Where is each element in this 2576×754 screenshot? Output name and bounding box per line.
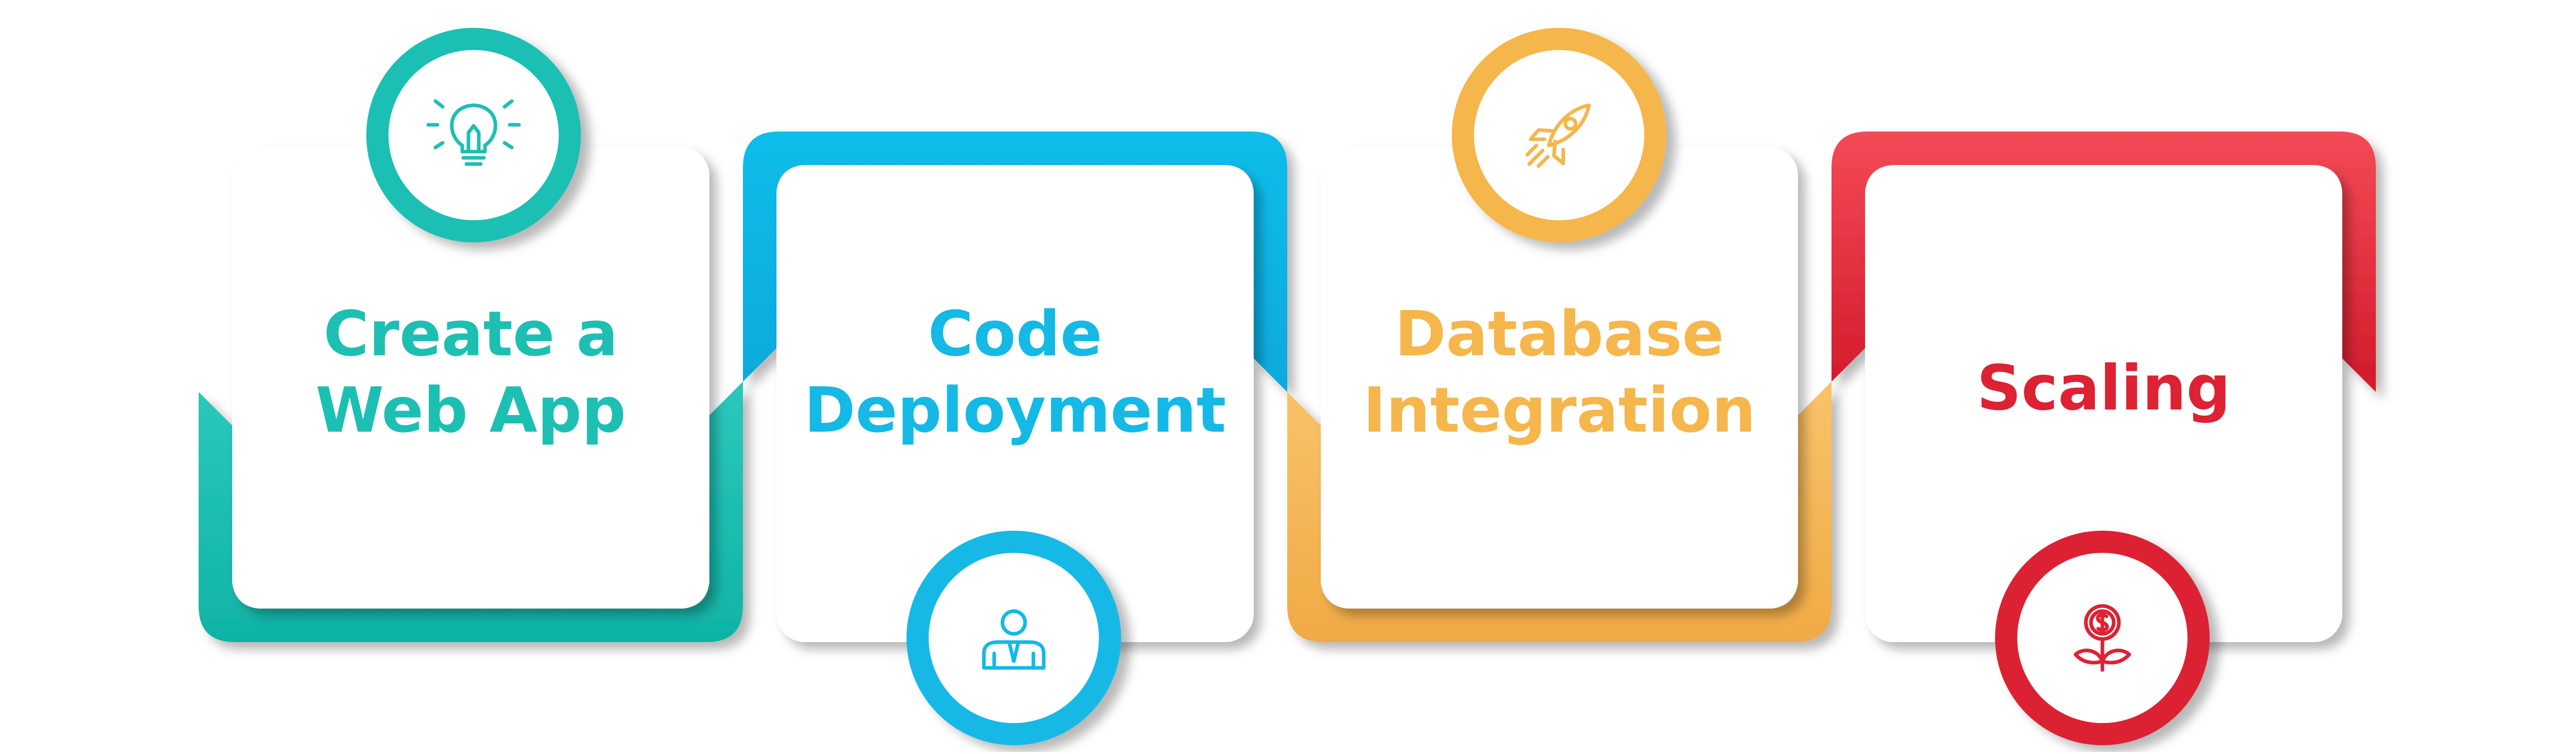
step-3-badge (1452, 28, 1666, 242)
step-2-panel (776, 165, 1254, 642)
step-1-title-line-1: Create a (323, 299, 619, 370)
step-3-card (1287, 28, 1832, 642)
step-4-title-line-1: Scaling (1976, 353, 2231, 424)
step-3-frame (1287, 382, 1832, 642)
step-4-panel (1865, 165, 2342, 642)
step-1-badge (366, 28, 581, 242)
person-icon (982, 609, 1046, 670)
step-2-title: Code Deployment (776, 297, 1254, 449)
step-3-title-line-1: Database (1395, 299, 1724, 370)
step-4-frame (1832, 132, 2376, 392)
step-2-title-line-2: Deployment (804, 375, 1226, 447)
step-2-frame (743, 132, 1287, 392)
step-1-title: Create a Web App (232, 297, 709, 449)
step-3-title: Database Integration (1321, 297, 1798, 449)
step-3-title-line-2: Integration (1363, 375, 1756, 447)
step-2-title-line-1: Code (928, 299, 1103, 370)
lightbulb-icon (426, 99, 521, 166)
step-1-panel (232, 147, 709, 609)
step-4-card (1832, 132, 2376, 745)
step-2-card (743, 132, 1287, 745)
rocket-icon (1525, 103, 1591, 168)
money-plant-icon (2073, 604, 2131, 672)
step-1-frame (199, 382, 743, 642)
step-3-panel (1321, 147, 1798, 609)
step-1-card (199, 28, 743, 642)
step-2-badge (906, 531, 1121, 745)
step-1-title-line-2: Web App (315, 375, 626, 447)
step-4-title: Scaling (1865, 351, 2342, 427)
